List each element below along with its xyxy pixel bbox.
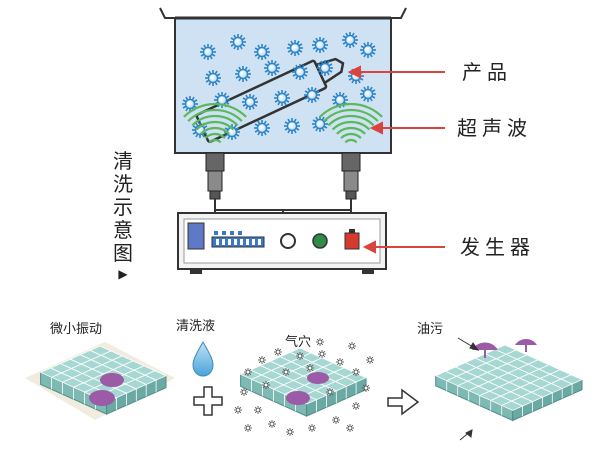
bubble-icon [254, 44, 270, 60]
bubble-icon [200, 44, 216, 60]
oil-stain-icon [307, 372, 329, 384]
pointer-arrows [347, 65, 445, 254]
bubble-icon [342, 32, 358, 48]
power-button-icon [312, 233, 328, 249]
title-char: 洗 [113, 172, 133, 196]
cavitation-bubble-icon [234, 406, 242, 414]
oil-stain-icon [89, 390, 115, 406]
oil-stain-icon [100, 373, 124, 387]
tank-handles [159, 7, 407, 19]
cleaning-liquid-label: 清洗液 [176, 319, 216, 334]
generator-label: 发生器 [460, 235, 535, 259]
process-step-1 [25, 342, 175, 420]
cavitation-bubble-icon [282, 368, 290, 376]
cavitation-bubble-icon [244, 368, 252, 376]
process-step-3 [434, 337, 583, 441]
cavitation-bubble-icon [316, 338, 324, 346]
title-char: 意 [113, 218, 133, 242]
bubble-icon [230, 34, 246, 50]
bubble-group [182, 32, 376, 140]
transducer-right [341, 152, 361, 212]
process-step-2 [234, 338, 374, 436]
cavitation-bubble-icon [296, 352, 304, 360]
title-char: 图 [113, 241, 133, 265]
ultrasound-label: 超声波 [457, 116, 532, 140]
bubble-icon [224, 124, 240, 140]
generator-screen [187, 222, 205, 250]
cavitation-bubble-icon [326, 388, 334, 396]
title-char: 清 [113, 149, 133, 173]
bubble-icon [304, 87, 320, 103]
tile-block-2 [239, 347, 367, 417]
cavitation-bubble-icon [346, 424, 354, 432]
bubble-icon [312, 37, 328, 53]
lifted-oil-stain-icon [472, 342, 498, 350]
micro-vibration-label: 微小振动 [50, 322, 103, 337]
cavitation-bubble-icon [318, 350, 326, 358]
cavitation-bubble-icon [366, 356, 374, 364]
cavitation-bubble-icon [352, 368, 360, 376]
bubble-icon [205, 70, 221, 86]
bubble-icon [292, 64, 308, 80]
generator-box [177, 212, 387, 274]
cavitation-bubble-icon [262, 381, 270, 389]
generator-display [211, 236, 265, 248]
cavitation-label: 气穴 [285, 335, 312, 350]
transducer-left [205, 152, 225, 212]
bubble-icon [332, 92, 348, 108]
bubble-icon [235, 66, 251, 82]
hollow-right-arrow-icon [387, 388, 420, 416]
tile-block-3 [434, 344, 583, 422]
ultrasonic-wave-right [319, 102, 383, 144]
product-label: 产品 [462, 60, 512, 84]
oil-stain-icon [286, 391, 310, 405]
product-neck [315, 57, 345, 84]
tile-block-1 [39, 345, 167, 415]
cavitation-bubble-icon [258, 356, 266, 364]
cavitation-bubble-icon [308, 424, 316, 432]
bubble-icon [360, 86, 376, 102]
title-arrow-icon: ▶ [118, 267, 128, 281]
bubble-icon [360, 42, 376, 58]
cavitation-bubble-icon [244, 424, 252, 432]
ultrasonic-wave-left [183, 102, 247, 144]
bubble-icon [317, 60, 333, 76]
cavitation-bubble-icon [286, 428, 294, 436]
cavitation-bubble-icon [240, 388, 248, 396]
cleaning-diagram-title: 清 洗 示 意 图 ▶ [112, 150, 134, 283]
cavitation-bubble-icon [348, 342, 356, 350]
plus-icon [193, 386, 223, 416]
cavitation-bubbles [234, 338, 374, 436]
cavitation-bubble-icon [254, 406, 262, 414]
bubble-icon [182, 96, 198, 112]
bubble-icon [264, 60, 280, 76]
bubble-icon [287, 40, 303, 56]
indicator-light-icon [344, 232, 360, 250]
bubble-icon [254, 120, 270, 136]
water-droplet-icon [192, 341, 214, 377]
cavitation-bubble-icon [306, 364, 314, 372]
cavitation-bubble-icon [274, 348, 282, 356]
bubble-icon [242, 94, 258, 110]
cavitation-bubble-icon [268, 420, 276, 428]
cavitation-bubble-icon [362, 384, 370, 392]
cavitation-bubble-icon [352, 402, 360, 410]
cavitation-bubble-icon [332, 416, 340, 424]
bubble-icon [284, 118, 300, 134]
tank-body [174, 17, 392, 154]
lifted-oil-stain-icon [515, 339, 537, 345]
title-char: 示 [113, 195, 133, 219]
cavitation-bubble-icon [336, 358, 344, 366]
knob-icon [280, 233, 296, 249]
bubble-icon [274, 90, 290, 106]
oil-stain-label: 油污 [417, 322, 444, 337]
